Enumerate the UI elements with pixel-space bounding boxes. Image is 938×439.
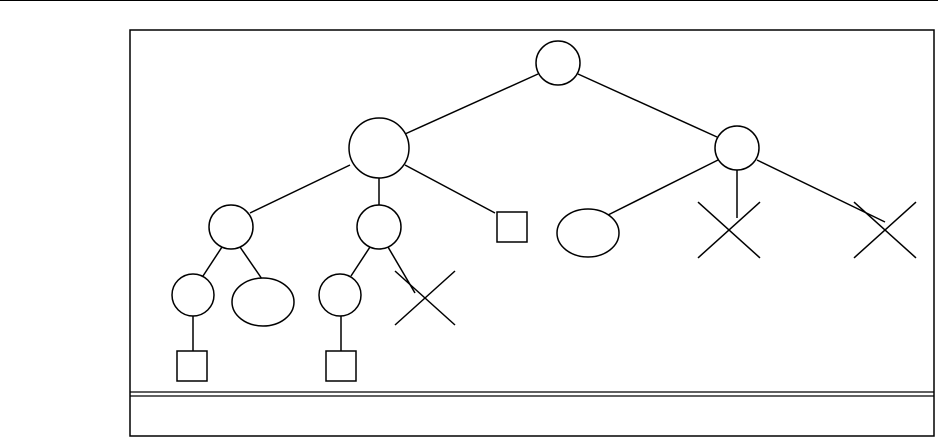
edge-left-ll <box>250 165 350 213</box>
edge-ll-llr <box>240 247 262 279</box>
node-lmll-square <box>326 351 356 381</box>
edge-ll-lll <box>203 247 222 276</box>
node-lll-circle <box>172 274 214 316</box>
node-lm-circle <box>357 205 401 249</box>
edge-root-left <box>405 74 538 134</box>
node-llr-ellipse <box>232 278 294 326</box>
node-ll-circle <box>209 205 253 249</box>
node-left-circle <box>349 118 409 178</box>
node-root-circle <box>536 41 580 85</box>
node-rm-cross <box>698 202 760 258</box>
edge-right-rl <box>608 160 718 215</box>
edges-layer <box>193 74 885 351</box>
edge-root-right <box>578 74 717 137</box>
node-lml-circle <box>319 274 361 316</box>
node-lmr-cross <box>395 271 455 325</box>
edge-left-lr <box>405 165 495 213</box>
node-rr-cross <box>854 202 916 258</box>
node-lr-square <box>497 212 527 242</box>
nodes-layer <box>172 41 916 381</box>
edge-lm-lml <box>351 247 370 276</box>
node-llll-square <box>177 351 207 381</box>
node-rl-ellipse <box>557 209 619 257</box>
node-right-circle <box>715 126 759 170</box>
